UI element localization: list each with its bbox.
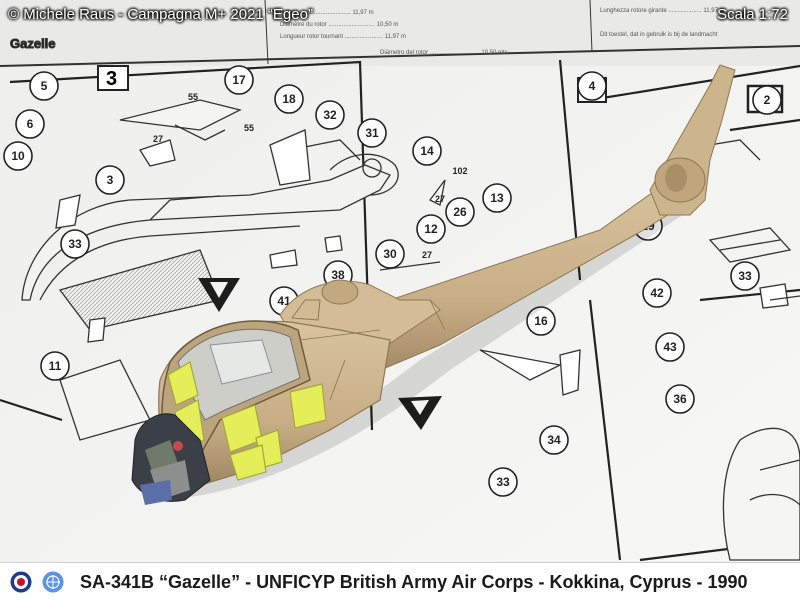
callout-number: 18 xyxy=(282,92,296,106)
sheet-direction-arrows xyxy=(198,278,442,430)
callout-number: 102 xyxy=(452,166,467,176)
callout-circle xyxy=(15,109,45,139)
scale-label: Scala 1:72 xyxy=(717,6,788,23)
svg-text:Height .......................: Height ............................... 1… xyxy=(280,10,374,16)
gazelle-label: Gazelle xyxy=(10,36,56,51)
callout-circle xyxy=(375,239,405,269)
callout-number: 42 xyxy=(650,286,664,300)
callout-number: 55 xyxy=(244,123,254,133)
callout-number: 55 xyxy=(188,92,198,102)
callout-number: 16 xyxy=(534,314,548,328)
callout-circle xyxy=(274,84,304,114)
callout-circle xyxy=(482,183,512,213)
gazelle-model xyxy=(131,64,736,505)
callout-circle xyxy=(60,229,90,259)
photo-credit: © Michele Raus - Campagna M+ 2021 “Egeo” xyxy=(8,6,313,23)
callout-number: 32 xyxy=(323,108,337,122)
callout-number: 10 xyxy=(11,149,25,163)
callout-circle xyxy=(357,118,387,148)
callout-number: 31 xyxy=(365,126,379,140)
raf-roundel-icon xyxy=(10,571,32,593)
svg-text:Dit toestel, dat in gebruik is: Dit toestel, dat in gebruik is bij de la… xyxy=(600,32,718,38)
callout-number: 33 xyxy=(738,269,752,283)
svg-text:Lunghezza rotore girante .....: Lunghezza rotore girante ...............… xyxy=(600,8,725,14)
callout-number: 12 xyxy=(424,222,438,236)
callout-circle xyxy=(642,278,672,308)
callout-circle xyxy=(526,306,556,336)
callout-number: 6 xyxy=(27,117,34,131)
callout-circle xyxy=(224,65,254,95)
callout-number: 5 xyxy=(41,79,48,93)
photo-caption: SA-341B “Gazelle” - UNFICYP British Army… xyxy=(80,571,748,592)
callout-number: 33 xyxy=(496,475,510,489)
callout-number: 17 xyxy=(232,73,246,87)
callout-number: 36 xyxy=(673,392,687,406)
callout-circle xyxy=(577,71,607,101)
callout-circle xyxy=(315,100,345,130)
callout-circle xyxy=(40,351,70,381)
callout-circle xyxy=(488,467,518,497)
callout-number: 2 xyxy=(764,93,771,107)
svg-text:Diamètre du rotor ............: Diamètre du rotor ......................… xyxy=(280,22,398,28)
callout-number: 26 xyxy=(453,205,467,219)
callout-number: 34 xyxy=(547,433,561,447)
model-photo: Gazelle Height .........................… xyxy=(0,0,800,562)
callout-circle xyxy=(539,425,569,455)
callout-circle xyxy=(3,141,33,171)
callout-circle xyxy=(95,165,125,195)
rotor-head xyxy=(291,299,321,321)
callout-number: 27 xyxy=(422,250,432,260)
callout-number: 14 xyxy=(420,144,434,158)
svg-text:Longueur rotor tournant ......: Longueur rotor tournant ................… xyxy=(280,34,406,40)
svg-text:3: 3 xyxy=(106,68,117,90)
callout-number: 4 xyxy=(589,79,596,93)
callout-circle xyxy=(655,332,685,362)
un-emblem-icon xyxy=(42,571,64,593)
callout-number: 43 xyxy=(663,340,677,354)
callout-circle xyxy=(416,214,446,244)
caption-bar: SA-341B “Gazelle” - UNFICYP British Army… xyxy=(0,562,800,601)
callout-circle xyxy=(445,197,475,227)
callout-circle xyxy=(412,136,442,166)
callout-number: 27 xyxy=(153,134,163,144)
callout-circle xyxy=(665,384,695,414)
callout-circle xyxy=(730,261,760,291)
callout-number: 27 xyxy=(435,194,445,204)
sheet-header: Gazelle Height .........................… xyxy=(0,0,800,67)
svg-text:Diámetro del rotor ...........: Diámetro del rotor .....................… xyxy=(380,50,508,56)
callout-number: 30 xyxy=(383,247,397,261)
callout-number: 13 xyxy=(490,191,504,205)
callout-number: 11 xyxy=(49,359,62,373)
callout-number: 33 xyxy=(68,237,82,251)
sheet-helicopter-drawing xyxy=(21,99,446,441)
callout-number: 3 xyxy=(107,173,114,187)
sheet-part-drawings xyxy=(479,139,800,561)
callout-circle xyxy=(752,85,782,115)
callout-number: 38 xyxy=(331,268,345,282)
callout-circle xyxy=(29,71,59,101)
callout-number: 41 xyxy=(277,294,291,308)
